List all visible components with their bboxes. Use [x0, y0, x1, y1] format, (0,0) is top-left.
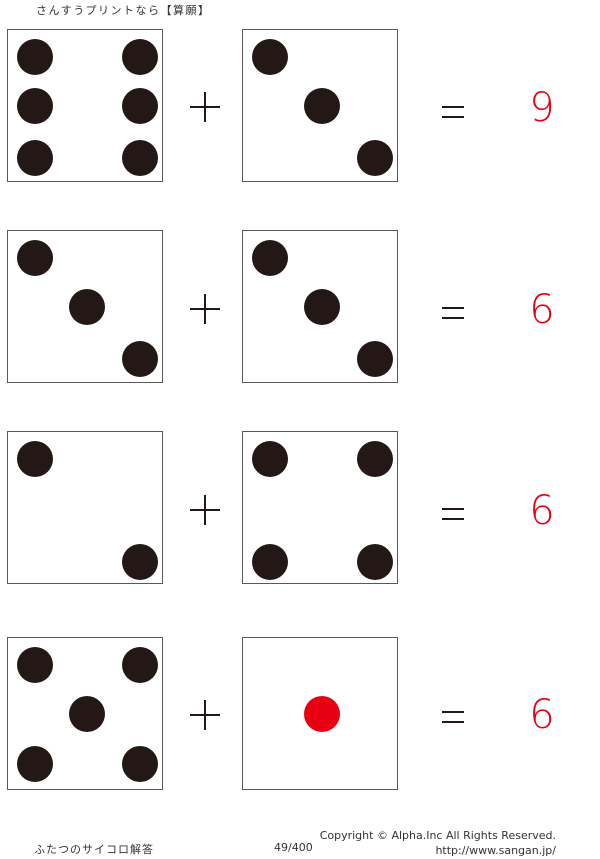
pip: [122, 647, 158, 683]
die-right: [242, 29, 398, 182]
die-left: [7, 637, 163, 790]
equals-icon: [442, 508, 464, 520]
die-right: [242, 230, 398, 383]
equals-icon: [442, 106, 464, 118]
equals-icon: [442, 711, 464, 723]
pip-red: [304, 696, 340, 732]
pip: [17, 240, 53, 276]
copyright: Copyright © Alpha.Inc All Rights Reserve…: [319, 829, 556, 842]
pip: [122, 39, 158, 75]
pip: [122, 88, 158, 124]
pip: [252, 240, 288, 276]
pip: [122, 544, 158, 580]
pip: [304, 88, 340, 124]
answer: 6: [529, 287, 555, 333]
pip: [17, 647, 53, 683]
pip: [252, 39, 288, 75]
answer: 9: [529, 85, 555, 131]
pip: [69, 696, 105, 732]
pip: [122, 140, 158, 176]
site-url[interactable]: http://www.sangan.jp/: [435, 844, 556, 857]
pip: [252, 441, 288, 477]
plus-icon: [190, 700, 220, 730]
pip: [357, 441, 393, 477]
page-number: 49/400: [274, 841, 313, 854]
pip: [252, 544, 288, 580]
pip: [357, 341, 393, 377]
worksheet-title: ふたつのサイコロ解答: [34, 843, 154, 856]
pip: [122, 341, 158, 377]
pip: [17, 39, 53, 75]
header-title: さんすうプリントなら【算願】: [36, 4, 211, 17]
pip: [69, 289, 105, 325]
pip: [17, 140, 53, 176]
die-left: [7, 431, 163, 584]
equals-icon: [442, 307, 464, 319]
die-left: [7, 230, 163, 383]
answer: 6: [529, 692, 555, 738]
die-right: [242, 431, 398, 584]
pip: [17, 441, 53, 477]
pip: [357, 544, 393, 580]
plus-icon: [190, 294, 220, 324]
pip: [304, 289, 340, 325]
pip: [17, 88, 53, 124]
die-right: [242, 637, 398, 790]
answer: 6: [529, 488, 555, 534]
plus-icon: [190, 92, 220, 122]
pip: [357, 140, 393, 176]
pip: [122, 746, 158, 782]
pip: [17, 746, 53, 782]
die-left: [7, 29, 163, 182]
plus-icon: [190, 495, 220, 525]
